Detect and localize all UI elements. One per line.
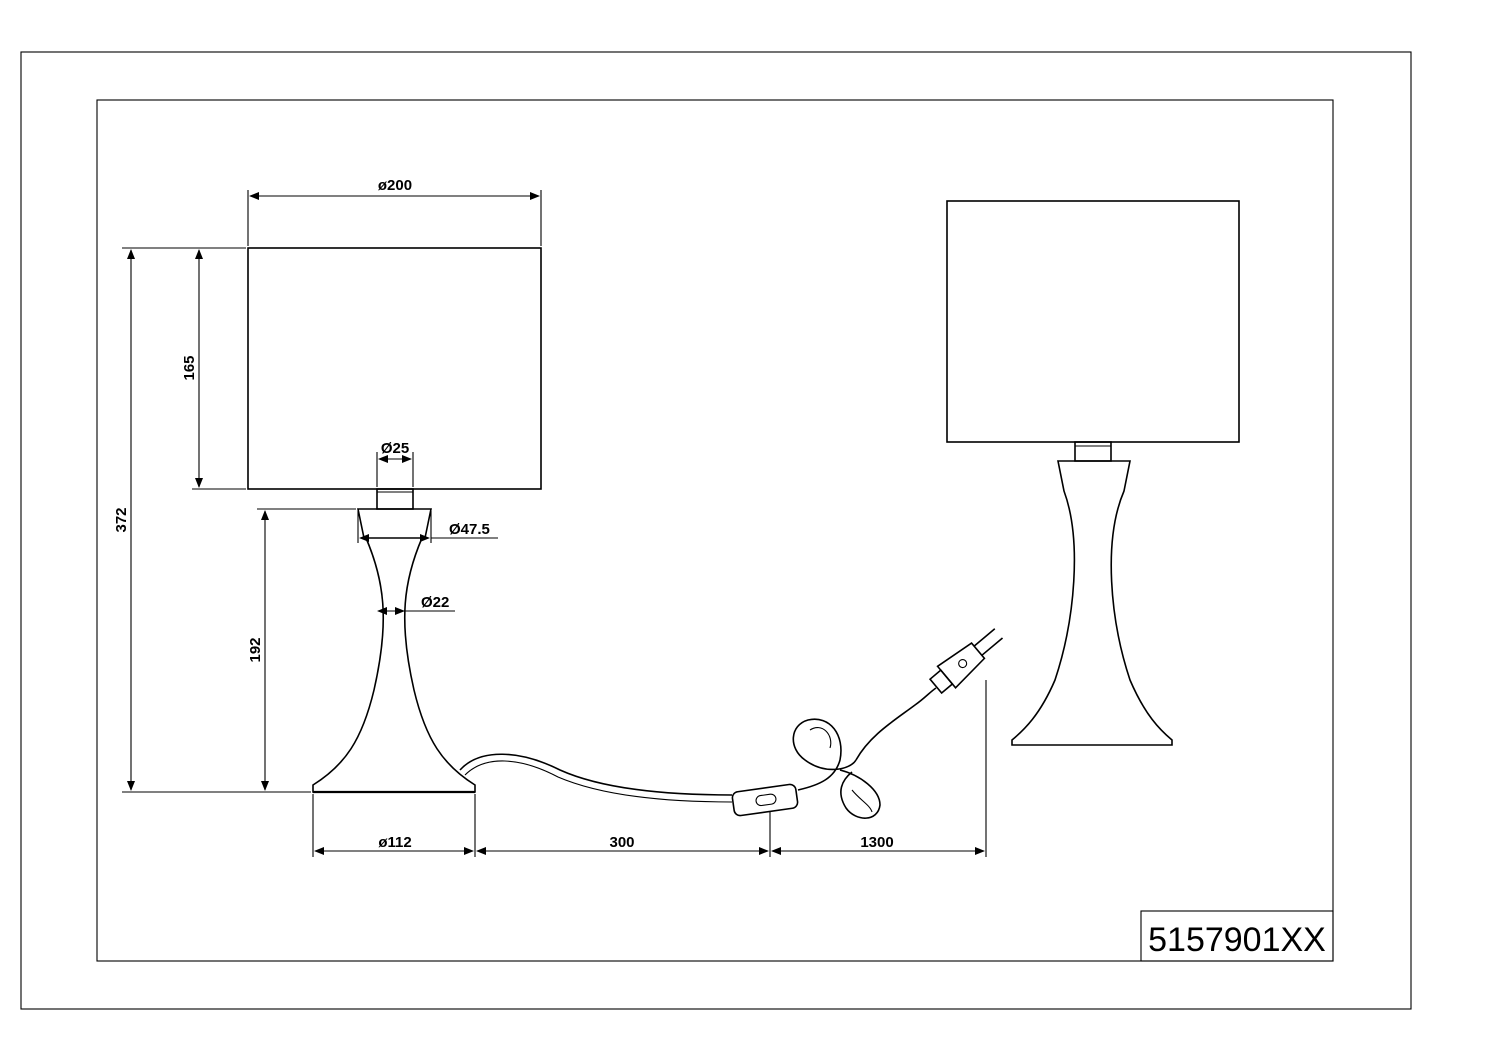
lamp-plain-view	[946, 200, 1240, 746]
outer-frame	[20, 51, 1412, 1010]
inner-frame	[96, 99, 1334, 962]
dim-base-diameter: ø112	[378, 834, 411, 851]
lamp-shade-right	[946, 200, 1240, 443]
dim-waist-diameter: Ø22	[421, 594, 449, 611]
dim-shade-diameter: ø200	[378, 177, 412, 194]
dim-collar-diameter: Ø47.5	[449, 521, 490, 538]
title-block: 5157901XX	[1140, 910, 1334, 962]
lamp-body	[312, 537, 476, 793]
lamp-collar	[357, 508, 432, 539]
dim-shade-height: 165	[181, 355, 198, 380]
power-plug	[928, 628, 1004, 695]
dim-base-height: 192	[247, 637, 264, 662]
dim-cable-to-switch: 300	[609, 834, 634, 851]
dim-switch-to-plug: 1300	[860, 834, 893, 851]
dim-total-height: 372	[113, 507, 130, 532]
dim-neck-diameter: Ø25	[381, 440, 409, 457]
lamp-body-right	[1011, 460, 1173, 746]
cable-switch	[731, 783, 799, 817]
article-number: 5157901XX	[1148, 921, 1326, 959]
power-cable	[459, 628, 1004, 819]
dimension-lines	[122, 190, 987, 857]
lamp-dimensioned-view	[247, 247, 542, 794]
lamp-neck-right	[1074, 441, 1112, 462]
